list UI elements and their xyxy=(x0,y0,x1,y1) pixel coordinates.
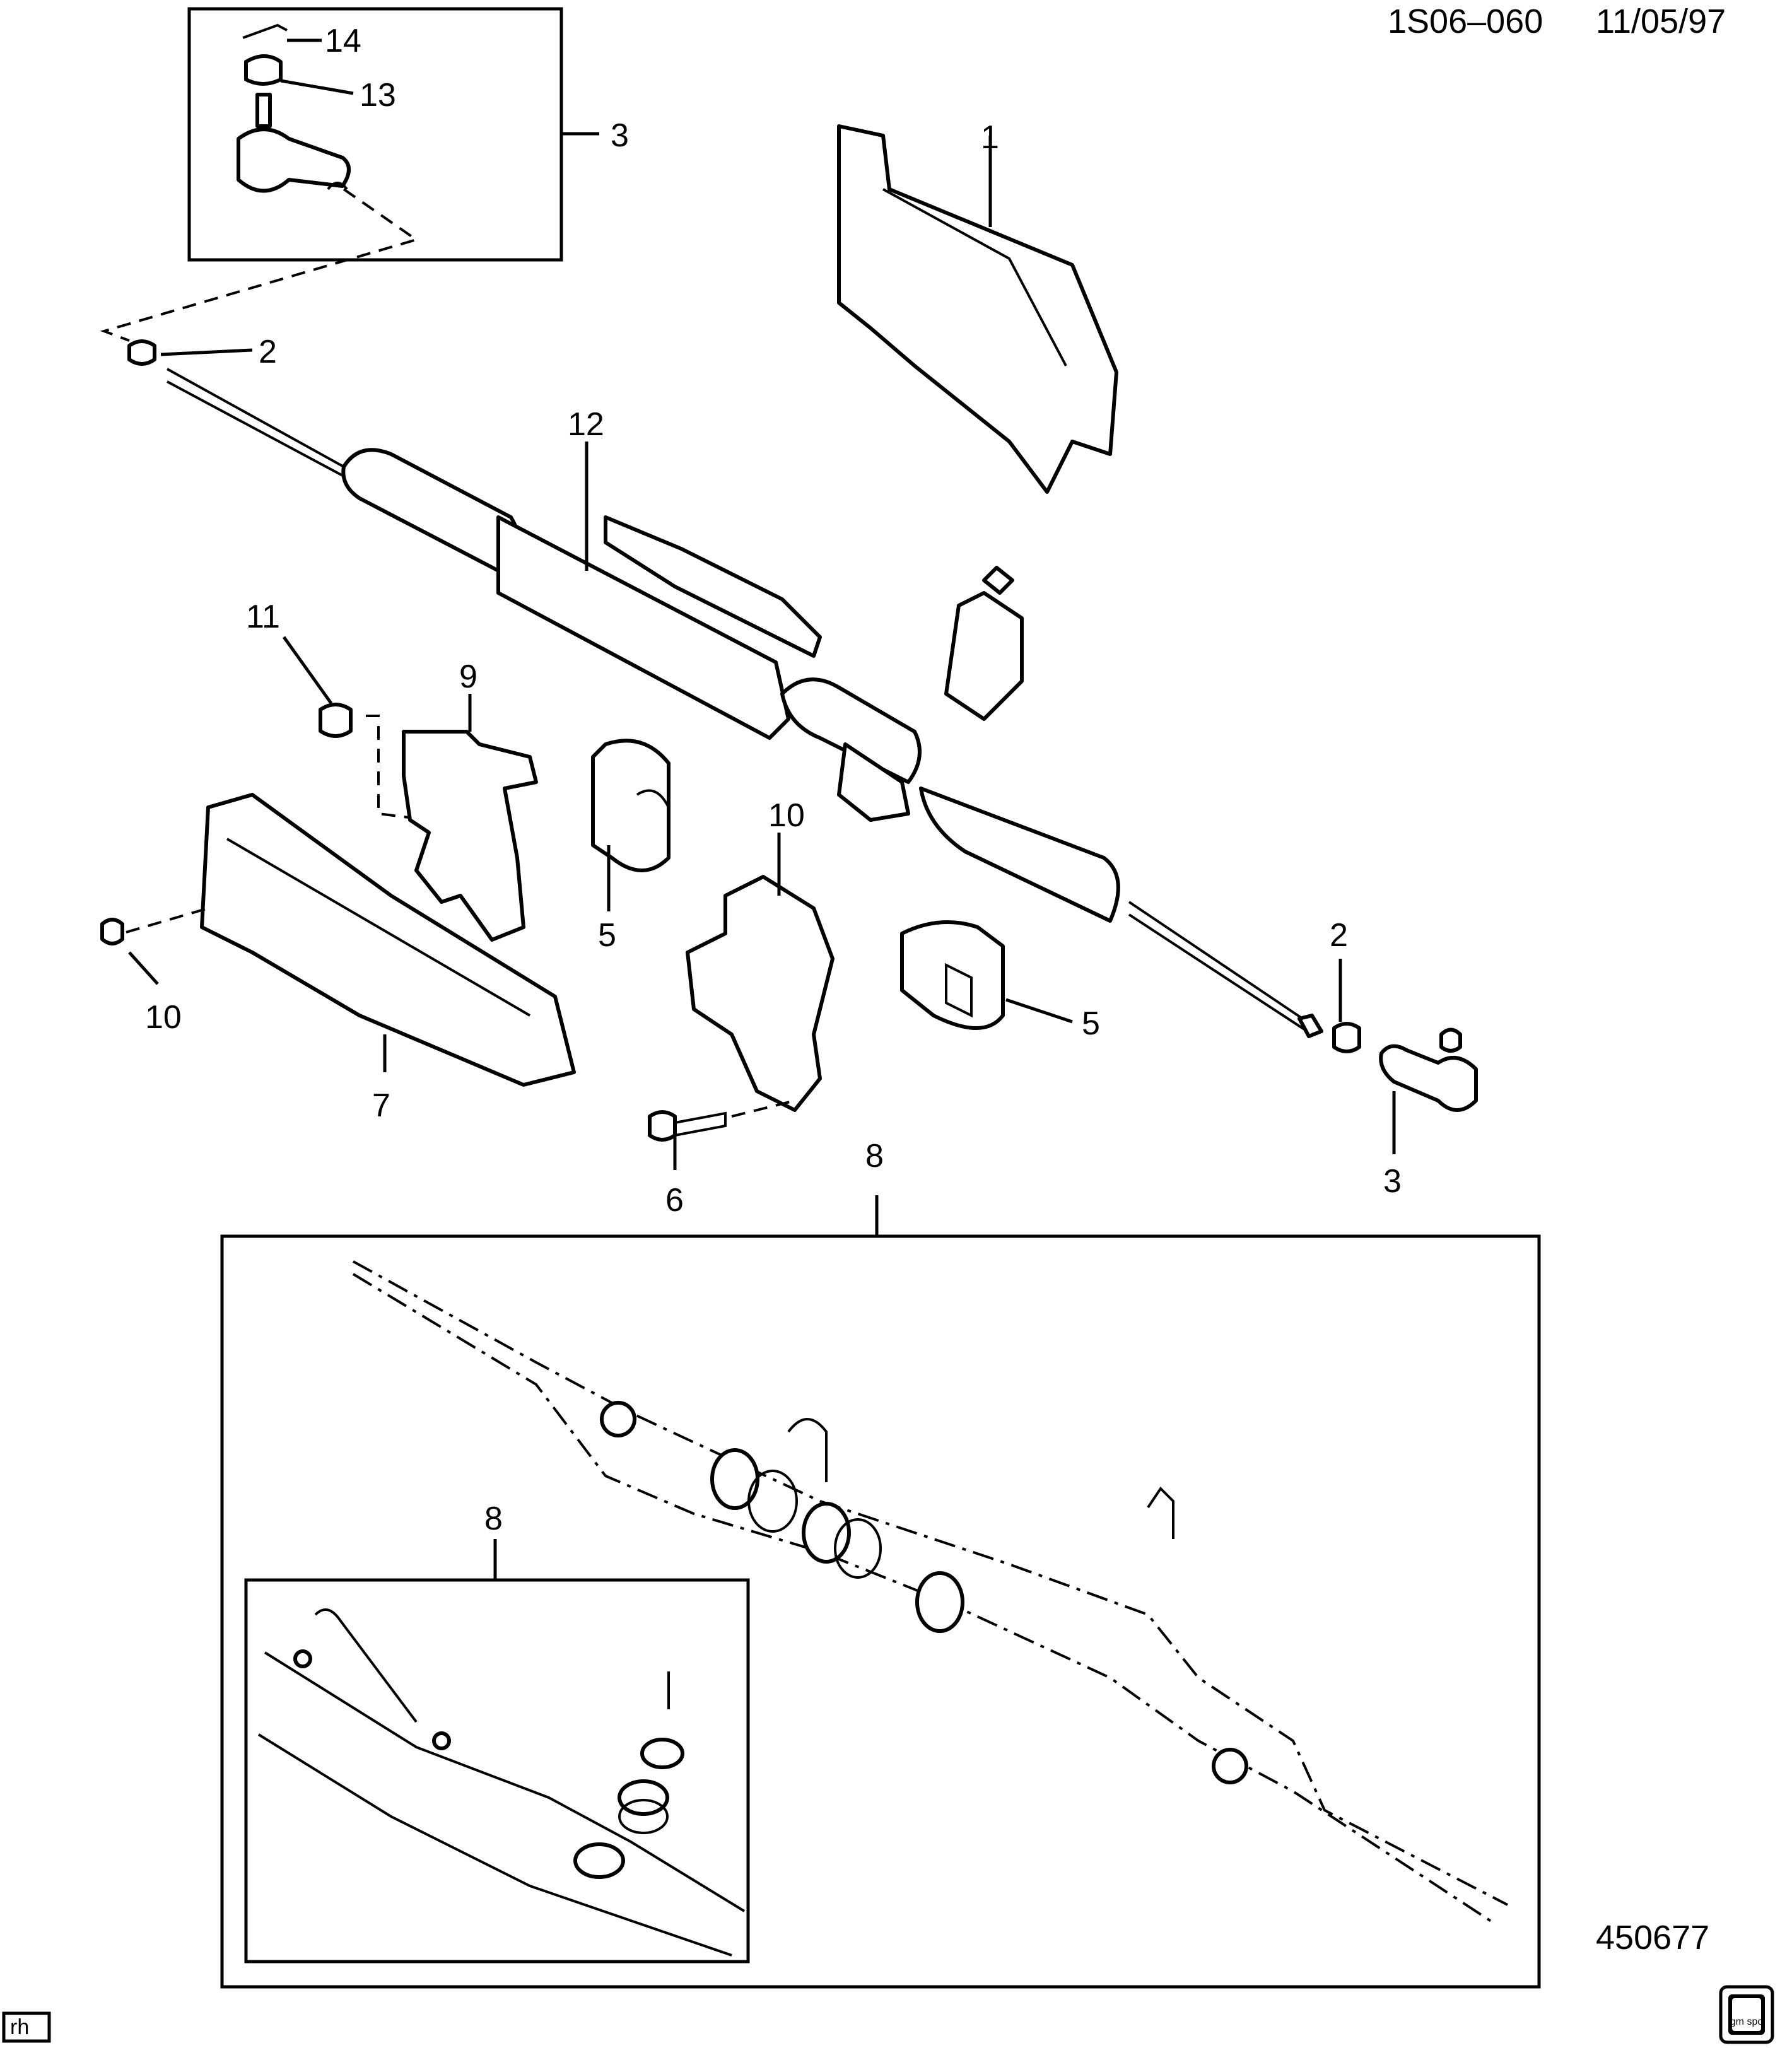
callout-10: 10 xyxy=(145,999,182,1036)
callout-4-right-leader xyxy=(1005,998,1073,1024)
callout-4-left: 5 xyxy=(598,917,616,954)
callout-1: 1 xyxy=(981,119,999,156)
figure-number: 450677 xyxy=(1596,1919,1709,1957)
tie-rod-end-right xyxy=(1379,1044,1478,1112)
heat-shield-part xyxy=(837,124,1118,494)
valve-seal-inset-part xyxy=(257,1608,746,1957)
gm-spo-logo: gm spo xyxy=(1719,1985,1774,2044)
callout-2-left: 2 xyxy=(259,334,277,370)
steering-gear-cover xyxy=(200,793,576,1087)
callout-8: 8 xyxy=(484,1501,503,1537)
mounting-nut xyxy=(319,703,353,738)
callout-14: 14 xyxy=(325,23,361,59)
mounting-clamp-upper xyxy=(402,730,538,942)
cover-bolt xyxy=(100,918,124,945)
jam-nut-left xyxy=(127,339,156,366)
callout-6: 6 xyxy=(665,1182,684,1219)
callout-11: 11 xyxy=(246,599,280,635)
callout-2-left-leader xyxy=(160,348,253,356)
callout-5-lower: 10 xyxy=(768,797,805,834)
callout-13: 13 xyxy=(360,77,396,114)
tie-rod-end-inset-part xyxy=(237,23,351,193)
callout-3-top: 3 xyxy=(611,117,629,154)
callout-4-right: 5 xyxy=(1082,1005,1100,1042)
callout-12: 12 xyxy=(568,406,604,443)
bushing-right xyxy=(900,920,1005,1030)
corner-tag-box xyxy=(2,2011,51,2043)
clamp-bolt xyxy=(648,1110,677,1142)
mounting-clamp-lower xyxy=(686,875,835,1112)
seal-kit-frame xyxy=(220,1234,1541,1989)
logo-text: gm spo xyxy=(1730,2016,1764,2027)
inset-leader-dashed xyxy=(100,188,419,342)
diagram-date: 11/05/97 xyxy=(1596,3,1726,40)
seal-kit-rings xyxy=(600,1401,1248,1784)
callout-9: 7 xyxy=(372,1087,390,1124)
callout-7: 8 xyxy=(865,1138,884,1174)
bushing-left xyxy=(591,739,671,872)
callout-3-right: 3 xyxy=(1383,1163,1402,1200)
callout-13-leader xyxy=(280,79,354,95)
callout-10-leader xyxy=(128,951,159,985)
seal-kit-rack-outline xyxy=(352,1260,1508,1925)
jam-nut-right xyxy=(1332,1022,1361,1053)
valve-seal-inset-frame xyxy=(244,1578,750,1963)
diagram-code: 1S06–060 xyxy=(1388,3,1543,40)
callout-2-right: 2 xyxy=(1330,917,1348,954)
steering-gear-assembly xyxy=(167,368,1323,1038)
corner-tag: rh xyxy=(10,2015,29,2039)
callout-5-upper: 9 xyxy=(459,658,477,695)
callout-11-leader xyxy=(282,636,333,705)
